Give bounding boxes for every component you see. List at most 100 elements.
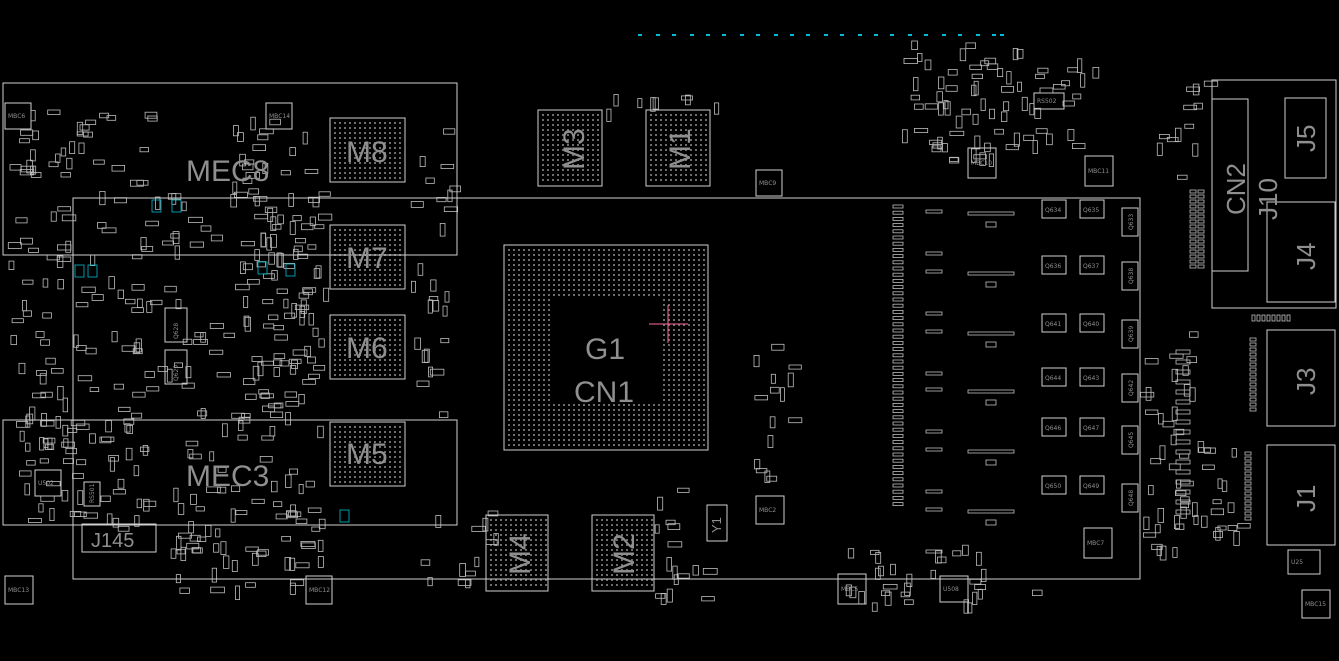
pin xyxy=(344,319,346,321)
label-u25: U25 xyxy=(1291,559,1303,566)
smd-part xyxy=(427,577,433,587)
pin xyxy=(547,119,549,121)
pin xyxy=(683,339,685,341)
smd-part xyxy=(139,147,149,153)
pin xyxy=(653,279,655,281)
pin xyxy=(626,549,628,551)
smd-part xyxy=(847,548,855,559)
pin xyxy=(538,374,540,376)
smd-part xyxy=(1217,525,1227,531)
pin xyxy=(389,284,391,286)
resistor xyxy=(925,549,943,554)
pin xyxy=(660,164,662,166)
pin xyxy=(545,544,547,546)
pin xyxy=(508,349,510,351)
pin xyxy=(528,289,530,291)
pin xyxy=(698,414,700,416)
pin xyxy=(359,152,361,154)
pin xyxy=(608,294,610,296)
pin xyxy=(518,289,520,291)
pin xyxy=(500,529,502,531)
pin xyxy=(379,374,381,376)
pin xyxy=(359,436,361,438)
pin xyxy=(693,414,695,416)
pin xyxy=(613,274,615,276)
pin xyxy=(578,279,580,281)
smd-part xyxy=(105,420,112,433)
pin xyxy=(359,364,361,366)
pin xyxy=(596,524,598,526)
smd-part xyxy=(917,53,923,62)
pin xyxy=(592,164,594,166)
pin xyxy=(535,574,537,576)
inductor-pad xyxy=(985,281,997,288)
pin xyxy=(525,539,527,541)
pin xyxy=(633,419,635,421)
pin xyxy=(394,446,396,448)
smd-part xyxy=(60,147,67,157)
smd-part xyxy=(421,349,429,363)
pin xyxy=(698,314,700,316)
pin xyxy=(339,274,341,276)
smd-part xyxy=(977,588,983,600)
pin xyxy=(678,309,680,311)
smd-part xyxy=(113,383,124,390)
pin xyxy=(567,169,569,171)
pin xyxy=(638,439,640,441)
pin xyxy=(543,349,545,351)
pin xyxy=(603,404,605,406)
label-u502: U502 xyxy=(38,480,54,487)
pin xyxy=(558,249,560,251)
pin xyxy=(685,114,687,116)
pin xyxy=(578,269,580,271)
pin xyxy=(583,254,585,256)
conn-pin xyxy=(1189,259,1197,264)
vrm-pad xyxy=(892,334,904,339)
pin xyxy=(693,384,695,386)
smd-part xyxy=(487,510,499,517)
pin xyxy=(601,544,603,546)
pin xyxy=(543,429,545,431)
smd-part xyxy=(288,193,294,207)
pin xyxy=(648,269,650,271)
smd-part xyxy=(245,582,256,588)
pin xyxy=(608,259,610,261)
pin xyxy=(354,441,356,443)
pin xyxy=(646,519,648,521)
pin xyxy=(528,329,530,331)
pin xyxy=(374,162,376,164)
pin xyxy=(693,419,695,421)
pin xyxy=(698,384,700,386)
pin xyxy=(646,574,648,576)
pin xyxy=(663,389,665,391)
pin xyxy=(399,142,401,144)
smd-part xyxy=(7,242,22,250)
pin xyxy=(364,471,366,473)
pin xyxy=(675,154,677,156)
pin xyxy=(339,471,341,473)
pin xyxy=(379,259,381,261)
pin xyxy=(543,379,545,381)
pin xyxy=(394,132,396,134)
pin xyxy=(628,269,630,271)
pin xyxy=(344,239,346,241)
pin xyxy=(613,254,615,256)
pin xyxy=(673,439,675,441)
resistor xyxy=(1175,509,1191,515)
vrm-pad xyxy=(892,440,904,445)
pin xyxy=(528,359,530,361)
pin xyxy=(500,559,502,561)
pin xyxy=(344,127,346,129)
pin xyxy=(349,239,351,241)
smd-part xyxy=(50,211,57,222)
pin xyxy=(364,339,366,341)
pin xyxy=(558,404,560,406)
pin xyxy=(533,419,535,421)
pin xyxy=(525,529,527,531)
pin xyxy=(523,279,525,281)
pin xyxy=(547,114,549,116)
vrm-pad xyxy=(892,371,904,376)
pin xyxy=(577,144,579,146)
pin xyxy=(643,284,645,286)
pin xyxy=(354,122,356,124)
